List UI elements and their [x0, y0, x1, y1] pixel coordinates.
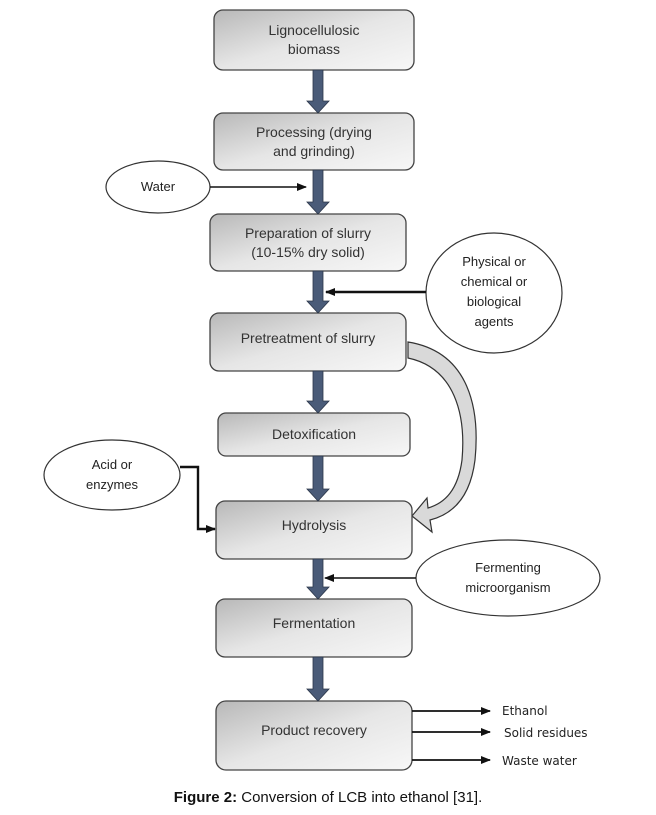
step-fermentation: Fermentation: [215, 598, 413, 658]
step-hydrolysis: Hydrolysis: [215, 500, 413, 560]
input-label-line: agents: [474, 314, 514, 329]
figure-caption-label: Figure 2:: [173, 789, 238, 806]
step-product-recovery: Product recovery: [215, 700, 413, 771]
input-label-line: chemical or: [461, 274, 528, 289]
step-label-line: Processing (drying: [256, 124, 372, 140]
flow-arrow-lignocellulosic-biomass-to-processing: [306, 69, 330, 114]
input-fermenting-microorganism: Fermenting microorganism: [415, 539, 601, 617]
input-water: Water: [105, 160, 211, 214]
step-label-line: Hydrolysis: [282, 517, 347, 533]
input-label-line: Water: [141, 179, 176, 194]
output-label: Ethanol: [502, 704, 548, 718]
flow-arrow-preparation-of-slurry-to-pretreatment-of-slurry: [306, 270, 330, 314]
flow-arrow-hydrolysis-to-fermentation: [306, 558, 330, 600]
step-label-line: (10-15% dry solid): [251, 244, 365, 260]
step-label-line: Product recovery: [261, 722, 367, 738]
input-physical-chemical-biological-agents: Physical or chemical or biological agent…: [425, 232, 563, 354]
step-label-line: Detoxification: [272, 426, 356, 442]
step-pretreatment-of-slurry: Pretreatment of slurry: [209, 312, 407, 372]
output-waste-water: Waste water: [412, 754, 577, 768]
input-label-line: Fermenting: [475, 560, 541, 575]
figure-caption-text: Conversion of LCB into ethanol [31].: [237, 789, 483, 806]
step-processing: Processing (drying and grinding): [213, 112, 415, 171]
step-label-line: Fermentation: [273, 615, 355, 631]
flow-arrow-detoxification-to-hydrolysis: [306, 455, 330, 502]
input-label-line: enzymes: [86, 477, 139, 492]
input-label-line: Acid or: [92, 457, 133, 472]
input-label-line: microorganism: [465, 580, 550, 595]
step-label-line: and grinding): [273, 143, 355, 159]
input-label-line: Physical or: [462, 254, 526, 269]
flow-arrow-processing-to-preparation-of-slurry: [306, 169, 330, 215]
step-lignocellulosic-biomass: Lignocellulosic biomass: [213, 9, 415, 71]
output-label: Solid residues: [504, 726, 588, 740]
step-label-line: biomass: [288, 41, 340, 57]
figure-caption: Figure 2: Conversion of LCB into ethanol…: [0, 789, 656, 806]
block-arrows: [306, 69, 330, 702]
step-label-line: Preparation of slurry: [245, 225, 371, 241]
step-detoxification: Detoxification: [217, 412, 411, 457]
acid-connector-arrow: [180, 465, 216, 533]
flow-arrow-fermentation-to-product-recovery: [306, 656, 330, 702]
step-label-line: Pretreatment of slurry: [241, 330, 376, 346]
step-label-line: Lignocellulosic: [268, 22, 359, 38]
output-ethanol: Ethanol: [412, 704, 548, 718]
output-solid-residues: Solid residues: [412, 726, 588, 740]
input-label-line: biological: [467, 294, 521, 309]
input-acid-or-enzymes: Acid or enzymes: [43, 439, 181, 511]
step-preparation-of-slurry: Preparation of slurry (10-15% dry solid): [209, 213, 407, 272]
bypass-curved-arrow: [407, 341, 477, 534]
flow-arrow-pretreatment-of-slurry-to-detoxification: [306, 370, 330, 414]
output-label: Waste water: [502, 754, 577, 768]
